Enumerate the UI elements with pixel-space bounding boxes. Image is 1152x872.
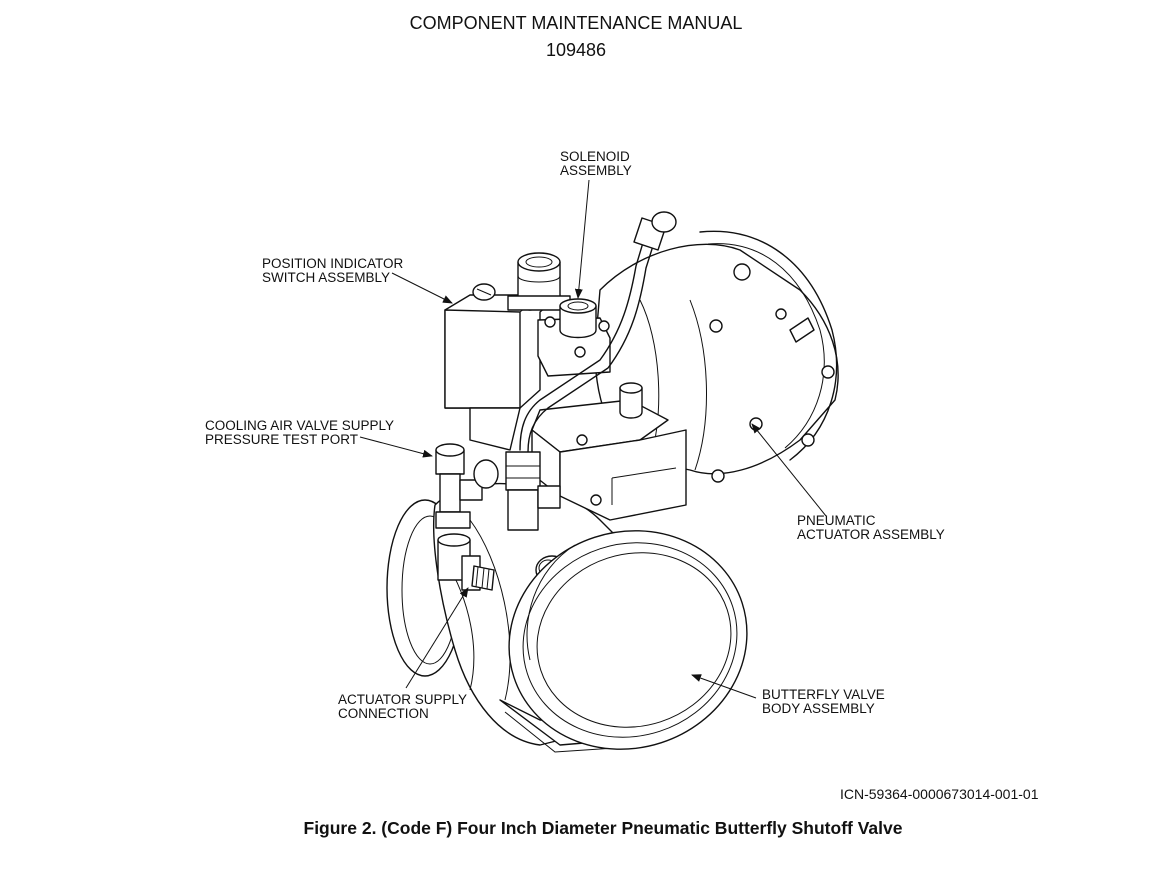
actuator-supply-leader [405, 587, 469, 689]
test-port-fitting [435, 443, 499, 529]
label-solenoid-line2: ASSEMBLY [560, 163, 632, 178]
figure-caption: Figure 2. (Code F) Four Inch Diameter Pn… [303, 818, 903, 838]
electrical-connector [507, 252, 571, 311]
test-port-leader [359, 436, 433, 458]
outlet-flange [508, 530, 748, 750]
label-solenoid-line1: SOLENOID [560, 149, 630, 164]
label-position-indicator-line1: POSITION INDICATOR [262, 256, 404, 271]
manual-title: COMPONENT MAINTENANCE MANUAL [409, 13, 743, 33]
callout-position-indicator: POSITION INDICATOR SWITCH ASSEMBLY [262, 256, 404, 285]
position-indicator-box [444, 283, 561, 451]
label-pneumatic-actuator-line2: ACTUATOR ASSEMBLY [797, 527, 945, 542]
icn-number: ICN-59364-0000673014-001-01 [840, 786, 1039, 802]
supply-tube [505, 211, 677, 531]
document-number: 109486 [545, 40, 607, 60]
label-cooling-air-line2: PRESSURE TEST PORT [205, 432, 358, 447]
label-position-indicator-line2: SWITCH ASSEMBLY [262, 270, 390, 285]
label-actuator-supply-line2: CONNECTION [338, 706, 429, 721]
callout-butterfly-body: BUTTERFLY VALVE BODY ASSEMBLY [762, 687, 885, 716]
callout-solenoid: SOLENOID ASSEMBLY [560, 149, 632, 178]
label-pneumatic-actuator-line1: PNEUMATIC [797, 513, 876, 528]
callout-actuator-supply: ACTUATOR SUPPLY CONNECTION [338, 692, 467, 721]
label-actuator-supply-line1: ACTUATOR SUPPLY [338, 692, 467, 707]
pneumatic-actuator-leader [751, 423, 827, 517]
callout-cooling-air: COOLING AIR VALVE SUPPLY PRESSURE TEST P… [205, 418, 394, 447]
control-housing [531, 382, 687, 521]
actuator-supply-fitting [437, 533, 495, 591]
solenoid [537, 298, 611, 377]
label-cooling-air-line1: COOLING AIR VALVE SUPPLY [205, 418, 394, 433]
position-indicator-leader [391, 272, 453, 304]
butterfly-body-leader [691, 674, 757, 699]
leader-lines [359, 179, 827, 699]
solenoid-leader [574, 179, 590, 299]
label-butterfly-body-line2: BODY ASSEMBLY [762, 701, 875, 716]
label-butterfly-body-line1: BUTTERFLY VALVE [762, 687, 885, 702]
callout-pneumatic-actuator: PNEUMATIC ACTUATOR ASSEMBLY [797, 513, 945, 542]
